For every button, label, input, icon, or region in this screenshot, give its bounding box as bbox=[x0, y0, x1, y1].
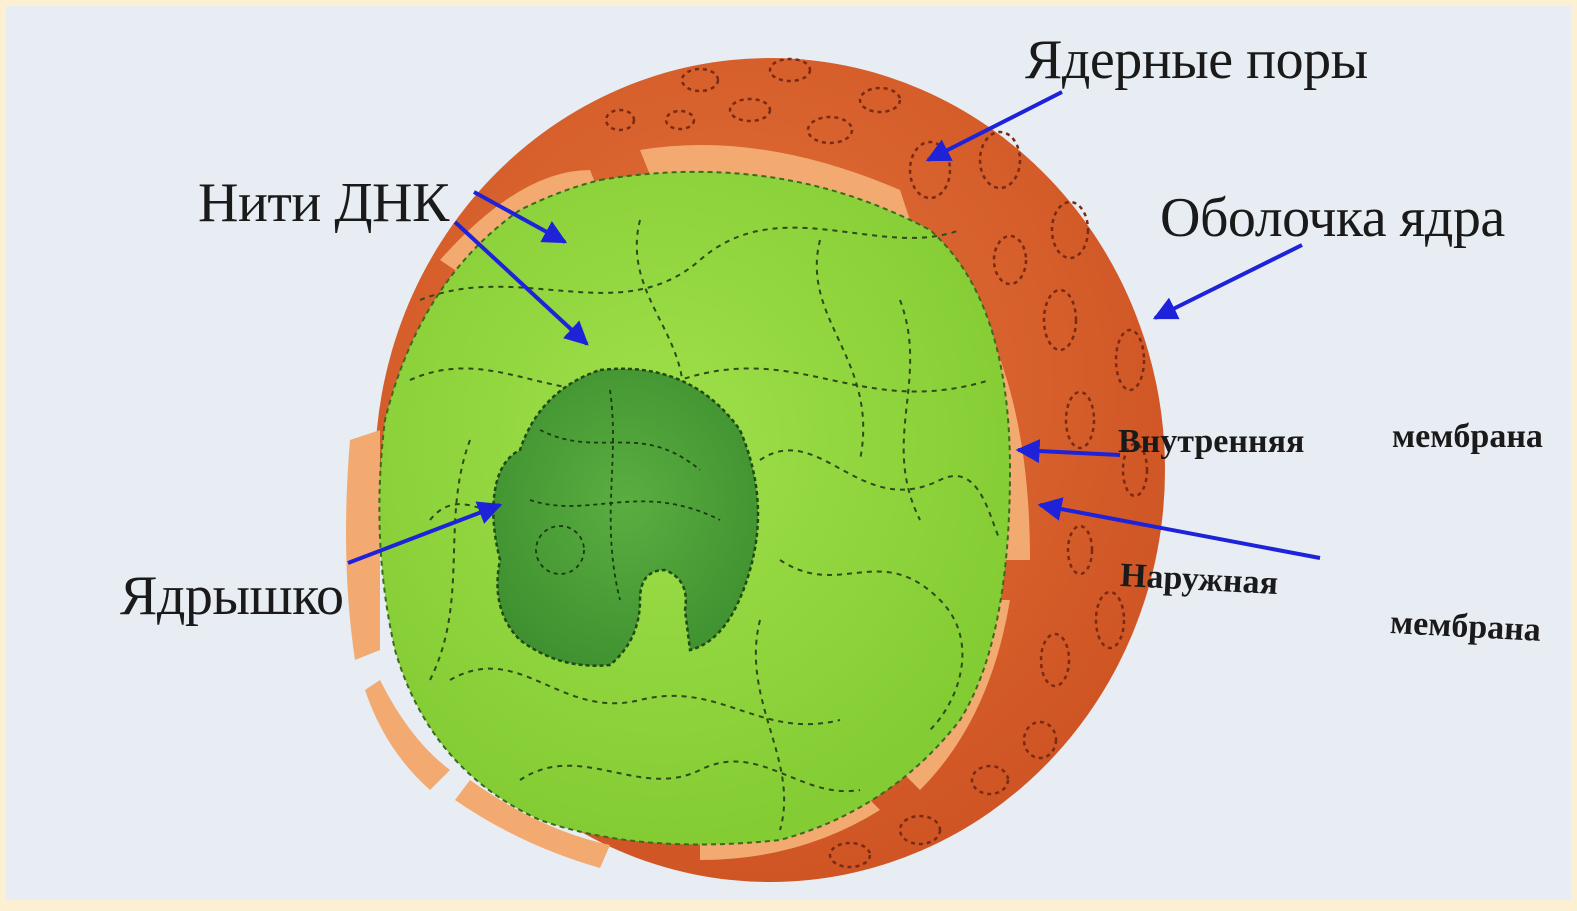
label-dna-threads: Нити ДНК bbox=[198, 175, 449, 231]
label-nucleolus: Ядрышко bbox=[120, 568, 343, 624]
label-inner-membrane: мембрана bbox=[1392, 420, 1543, 454]
label-inner: Внутренняя bbox=[1118, 425, 1304, 459]
label-outer-membrane: мембрана bbox=[1389, 606, 1541, 648]
label-nuclear-envelope: Оболочка ядра bbox=[1160, 190, 1505, 246]
label-outer: Наружная bbox=[1119, 559, 1279, 601]
label-nuclear-pores: Ядерные поры bbox=[1025, 32, 1368, 88]
